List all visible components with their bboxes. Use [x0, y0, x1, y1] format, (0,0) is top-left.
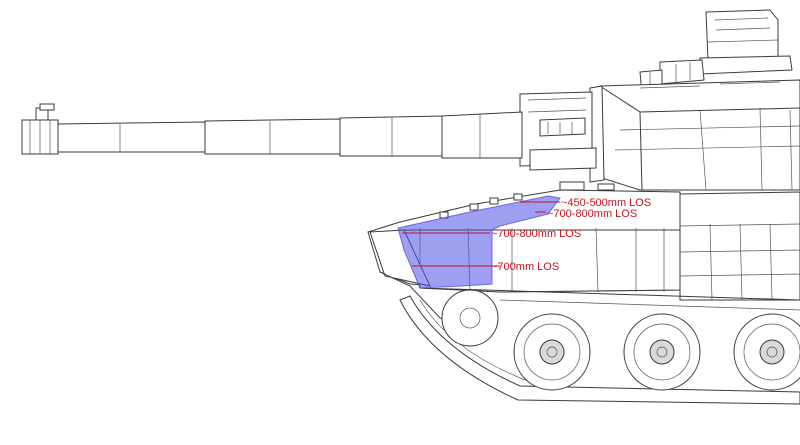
annotation-label: ~700mm LOS: [491, 261, 559, 273]
annotation-label: ~700-800mm LOS: [547, 208, 637, 220]
frontal-armor-region: [397, 195, 561, 289]
road-wheel-1: [513, 313, 591, 391]
running-gear: [399, 289, 800, 405]
annotation-label: ~450-500mm LOS: [561, 197, 651, 209]
annotation-label: ~700-800mm LOS: [491, 228, 581, 240]
turret: [519, 9, 800, 191]
armor-highlight: [397, 195, 561, 289]
road-wheel-2: [623, 313, 701, 391]
main-gun: [21, 103, 523, 159]
road-wheel-3: [733, 313, 800, 391]
annotation-lines: [402, 201, 560, 267]
annotation-labels: ~450-500mm LOS ~700-800mm LOS ~700-800mm…: [491, 197, 651, 273]
